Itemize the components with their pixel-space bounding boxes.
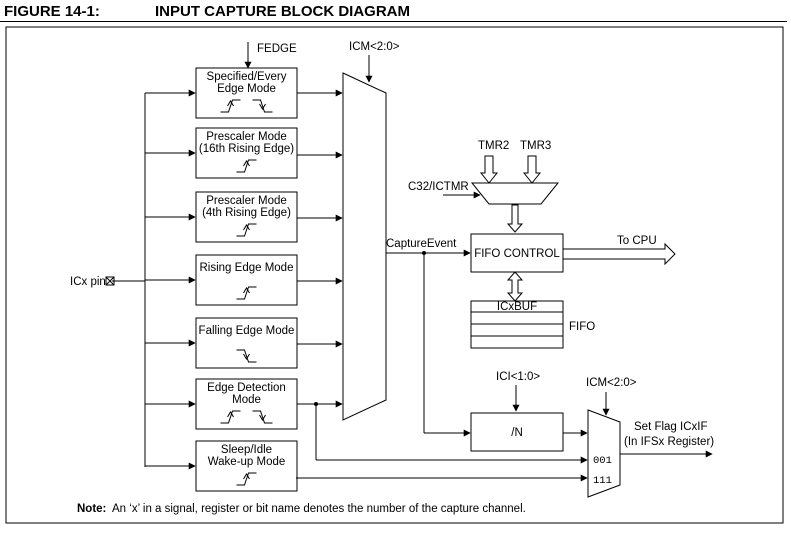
- fedge-label: FEDGE: [257, 43, 297, 55]
- mode-block: Rising Edge Mode: [195, 254, 298, 306]
- rising-edge-icon: [236, 472, 257, 486]
- to-cpu-label: To CPU: [617, 235, 657, 247]
- capture-event-label: CaptureEvent: [386, 238, 457, 250]
- flag-mux-code-111: 111: [593, 475, 612, 487]
- both-edges-edge-icon: [220, 99, 273, 113]
- mode-block-title: Edge Detection: [207, 382, 286, 394]
- mode-block-subtitle: Mode: [232, 394, 261, 406]
- mode-block: Prescaler Mode(4th Rising Edge): [195, 191, 298, 243]
- fifo-bidir-arrow: [506, 271, 524, 302]
- divide-n-label: /N: [511, 427, 523, 439]
- tmr2-label: TMR2: [478, 140, 509, 152]
- icm-bottom-label: ICM<2:0>: [586, 377, 637, 389]
- mode-block-subtitle: (16th Rising Edge): [199, 143, 294, 155]
- fifo-label: FIFO: [569, 321, 595, 333]
- bus-arrows: [145, 89, 196, 470]
- c32-label: C32/ICTMR: [408, 181, 469, 193]
- mode-block-title: Rising Edge Mode: [200, 262, 294, 274]
- ici-label: ICI<1:0>: [496, 371, 540, 383]
- mode-block-box: [195, 254, 298, 306]
- set-flag-register-label: (In IFSx Register): [624, 436, 714, 448]
- icxbuf-stack: [470, 300, 564, 349]
- flag-mux: [587, 409, 621, 498]
- figure-number: FIGURE 14-1:: [4, 3, 100, 20]
- mode-block-box: [195, 440, 298, 492]
- pin-icon: [105, 276, 115, 286]
- title-rule: [0, 21, 787, 22]
- both-edges-edge-icon: [220, 410, 273, 424]
- mode-block-title: Specified/Every: [207, 71, 287, 83]
- capture-event-wires: [386, 249, 471, 437]
- flag-mux-code-001: 001: [593, 455, 612, 467]
- mode-block-box: [195, 67, 298, 119]
- mode-block-box: [195, 191, 298, 243]
- icx-pin-label: ICx pin: [70, 276, 106, 288]
- diagram-frame: [5, 26, 784, 524]
- flag-mux-input-wires: [296, 404, 588, 482]
- rising-edge-icon: [236, 159, 257, 173]
- tmr-hollow-arrows: [479, 155, 542, 184]
- icm-top-label: ICM<2:0>: [349, 41, 400, 53]
- timer-to-fifo-arrow: [506, 204, 524, 233]
- junction-dot-2: [314, 402, 318, 406]
- mode-block-subtitle: (4th Rising Edge): [202, 207, 291, 219]
- input-bus: [112, 93, 146, 467]
- set-flag-label: Set Flag ICxIF: [634, 421, 708, 433]
- mode-block: Falling Edge Mode: [195, 317, 298, 369]
- icxbuf-label: ICxBUF: [497, 301, 537, 313]
- mode-block-title: Prescaler Mode: [206, 195, 287, 207]
- junction-dot: [422, 251, 426, 255]
- fifo-control-block: [470, 233, 564, 273]
- tmr3-label: TMR3: [520, 140, 551, 152]
- figure-title: INPUT CAPTURE BLOCK DIAGRAM: [155, 3, 410, 20]
- falling-edge-icon: [236, 349, 257, 363]
- note-text: An ‘x’ in a signal, register or bit name…: [112, 503, 526, 515]
- mode-block-title: Falling Edge Mode: [199, 325, 295, 337]
- mode-block-box: [195, 127, 298, 179]
- rising-edge-icon: [236, 286, 257, 300]
- to-cpu-arrow: [562, 242, 676, 266]
- rising-edge-icon: [236, 223, 257, 237]
- mode-block-title: Sleep/Idle: [221, 444, 272, 456]
- main-mux: [342, 72, 387, 421]
- mode-block-subtitle: Edge Mode: [217, 83, 276, 95]
- mode-block-title: Prescaler Mode: [206, 131, 287, 143]
- mode-block-box: [195, 378, 298, 430]
- mode-block-subtitle: Wake-up Mode: [208, 456, 286, 468]
- timer-select-mux: [470, 182, 560, 205]
- mode-block: Prescaler Mode(16th Rising Edge): [195, 127, 298, 179]
- note-label: Note:: [77, 503, 106, 515]
- divide-n-block: [470, 412, 564, 452]
- fifo-control-label: FIFO CONTROL: [474, 248, 560, 260]
